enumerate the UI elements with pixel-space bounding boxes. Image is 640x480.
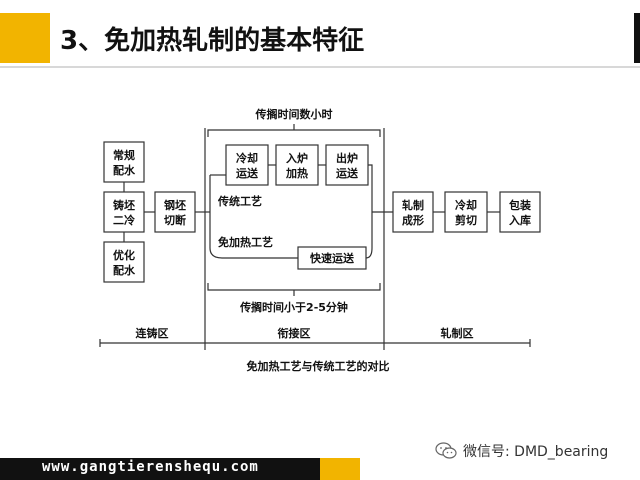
block-youhua-line2: 配水 <box>113 263 136 277</box>
label-bottom: 传搁时间小于2-5分钟 <box>239 300 348 314</box>
block-lengque-line2: 运送 <box>236 166 259 180</box>
block-lengque2: 冷却 剪切 <box>444 191 488 233</box>
block-zhazhi-line2: 成形 <box>402 213 424 227</box>
block-zhazhi: 轧制 成形 <box>392 191 434 233</box>
block-zhupi-line2: 二冷 <box>113 213 135 227</box>
block-lengque: 冷却 运送 <box>225 144 269 186</box>
block-lengque-line1: 冷却 <box>236 151 258 165</box>
block-lengque2-line1: 冷却 <box>455 198 477 212</box>
path-direct-end <box>365 212 373 259</box>
block-baozhuang: 包装 入库 <box>499 191 541 233</box>
block-zhupi-line1: 铸坯 <box>113 198 135 212</box>
block-zhazhi-line1: 轧制 <box>402 198 424 212</box>
label-direct: 免加热工艺 <box>218 235 273 249</box>
title-right-mark <box>634 13 640 63</box>
block-kuaisu: 快速运送 <box>297 246 367 270</box>
block-changgui-line2: 配水 <box>113 163 136 177</box>
block-rulu-line1: 入炉 <box>286 151 308 165</box>
label-top: 传搁时间数小时 <box>255 107 333 121</box>
block-gangpi: 钢坯 切断 <box>154 191 196 233</box>
block-chulu-line1: 出炉 <box>336 151 358 165</box>
block-changgui: 常规 配水 <box>103 141 145 183</box>
block-changgui-line1: 常规 <box>113 148 135 162</box>
block-chulu: 出炉 运送 <box>325 144 369 186</box>
wechat-id: 微信号: DMD_bearing <box>435 440 608 462</box>
block-zhupi: 铸坯 二冷 <box>103 191 145 233</box>
footer-url[interactable]: www.gangtierenshequ.com <box>42 459 259 475</box>
wechat-text: 微信号: DMD_bearing <box>463 444 609 460</box>
zone-axis-ends <box>99 339 531 347</box>
zone-linking: 衔接区 <box>278 326 311 340</box>
block-gangpi-line2: 切断 <box>164 213 186 227</box>
slide-title: 3、免加热轧制的基本特征 <box>60 26 365 56</box>
title-accent-bar <box>0 13 50 63</box>
path-traditional-end <box>368 164 373 212</box>
wechat-icon <box>435 442 457 459</box>
path-direct-start <box>209 247 298 259</box>
top-brace <box>207 124 381 137</box>
block-lengque2-line2: 剪切 <box>455 213 477 227</box>
footer-band <box>0 458 320 480</box>
block-rulu-line2: 加热 <box>285 166 308 180</box>
block-kuaisu-label: 快速运送 <box>309 251 355 265</box>
zone-casting: 连铸区 <box>136 326 169 340</box>
block-gangpi-line1: 钢坯 <box>164 198 186 212</box>
title-divider <box>0 66 640 68</box>
bottom-brace <box>207 283 381 296</box>
block-rulu: 入炉 加热 <box>275 144 319 186</box>
block-baozhuang-line1: 包装 <box>508 198 531 212</box>
footer-accent <box>320 458 360 480</box>
zone-rolling: 轧制区 <box>441 326 474 340</box>
block-baozhuang-line2: 入库 <box>509 213 531 227</box>
block-youhua: 优化 配水 <box>103 241 145 283</box>
block-youhua-line1: 优化 <box>113 248 135 262</box>
block-chulu-line2: 运送 <box>336 166 359 180</box>
label-traditional: 传统工艺 <box>217 194 262 208</box>
diagram-caption: 免加热工艺与传统工艺的对比 <box>247 359 390 373</box>
